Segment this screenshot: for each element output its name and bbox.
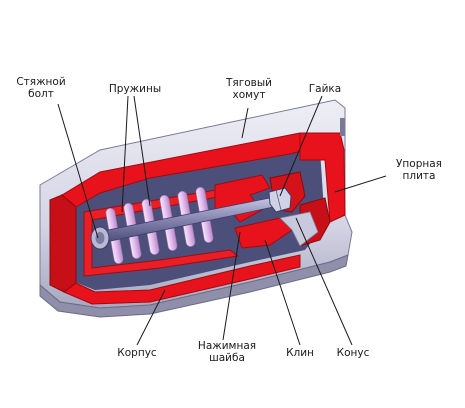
wedge-part (234, 217, 293, 249)
leader-springs-2 (133, 95, 151, 207)
leader-cone (295, 217, 353, 346)
label-tie-bolt-line2: болт (28, 88, 54, 100)
label-thrust-plate: Упорная плита (390, 158, 448, 182)
label-springs: Пружины (104, 83, 166, 95)
leader-lines (57, 95, 387, 346)
leader-wedge (264, 239, 301, 346)
label-tie-bolt-line1: Стяжной (16, 76, 66, 88)
leader-washer (222, 231, 241, 341)
label-pull-clamp: Тяговый хомут (220, 77, 278, 101)
tie-bolt-head-inner (95, 232, 105, 244)
tie-bolt (90, 195, 284, 250)
label-cone-text: Конус (336, 347, 370, 359)
housing-end-cap (49, 194, 77, 293)
label-pull-clamp-line2: хомут (232, 89, 266, 101)
label-wedge-text: Клин (286, 347, 314, 359)
leader-bolt (57, 103, 99, 239)
leader-plate (334, 175, 387, 193)
label-nut: Гайка (304, 83, 346, 95)
leader-springs-1 (121, 95, 129, 213)
label-cone: Конус (330, 347, 376, 359)
label-body-text: Корпус (117, 347, 157, 359)
label-thrust-plate-line2: плита (402, 170, 436, 182)
nut-edge (275, 189, 282, 211)
leader-clamp (241, 107, 249, 139)
label-wedge: Клин (280, 347, 320, 359)
label-body: Корпус (108, 347, 166, 359)
label-pull-clamp-line1: Тяговый (226, 77, 272, 89)
outer-shell-base (39, 254, 349, 318)
clamp-stud (340, 118, 345, 136)
leader-body (136, 289, 166, 346)
nut-body (268, 187, 292, 213)
label-pressure-washer-line2: шайба (209, 352, 245, 364)
label-tie-bolt: Стяжной болт (10, 76, 72, 100)
label-springs-text: Пружины (108, 83, 162, 95)
shell-highlight (279, 211, 319, 247)
leader-nut (279, 95, 323, 197)
nut (268, 187, 292, 213)
label-nut-text: Гайка (308, 83, 342, 95)
label-pressure-washer: Нажимная шайба (194, 340, 260, 364)
label-pressure-washer-line1: Нажимная (197, 340, 257, 352)
label-thrust-plate-line1: Упорная (396, 158, 442, 170)
